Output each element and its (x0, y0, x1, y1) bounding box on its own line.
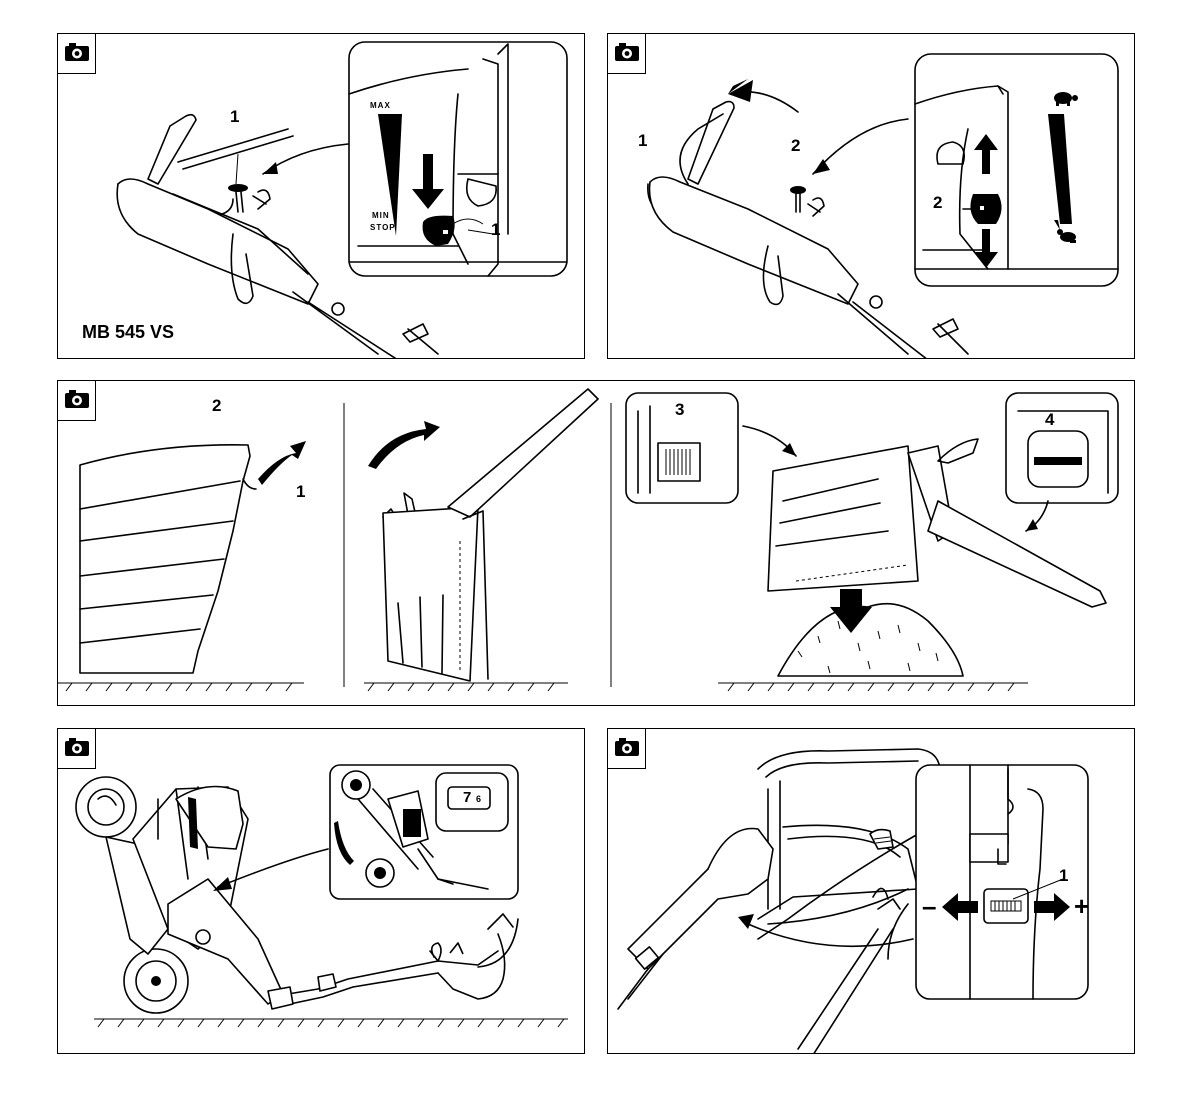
camera-icon (64, 737, 90, 757)
plus-symbol: + (1074, 893, 1089, 919)
tilted-mower-illustration (58, 729, 585, 1054)
panel-speed-control: 1 2 2 (607, 33, 1135, 359)
callout-2-bag: 2 (212, 397, 221, 414)
gauge-digit-6: 6 (476, 795, 481, 804)
callout-1-handle: 1 (230, 108, 239, 125)
callout-2-handle: 2 (791, 137, 800, 154)
camera-tab (608, 34, 646, 74)
callout-1-adjuster: 1 (1059, 867, 1068, 884)
panel-throttle: 1 1 MAX MIN STOP MB 545 VS (57, 33, 585, 359)
callout-1-latch: 1 (296, 483, 305, 500)
handle-lever-illustration (608, 729, 1135, 1054)
camera-tab (58, 381, 96, 421)
panel-handle-adjust: 1 – + (607, 728, 1135, 1054)
minus-symbol: – (922, 893, 936, 919)
camera-icon (64, 42, 90, 62)
camera-icon (614, 42, 640, 62)
camera-tab (58, 729, 96, 769)
callout-1-detail: 1 (491, 221, 500, 238)
camera-tab (608, 729, 646, 769)
grass-bag-illustration (58, 381, 1135, 706)
callout-3-indicator: 3 (675, 401, 684, 418)
camera-icon (614, 737, 640, 757)
model-label: MB 545 VS (82, 322, 174, 343)
panel-height-adjust: 7 6 (57, 728, 585, 1054)
camera-tab (58, 34, 96, 74)
mower-handle-illustration (58, 34, 585, 359)
speed-handle-illustration (608, 34, 1135, 359)
max-label: MAX (370, 101, 391, 110)
callout-4-indicator: 4 (1045, 411, 1054, 428)
callout-1-bar: 1 (638, 132, 647, 149)
panel-grass-bag: 2 1 3 4 (57, 380, 1135, 706)
callout-2-detail: 2 (933, 194, 942, 211)
min-label: MIN (372, 211, 390, 220)
camera-icon (64, 389, 90, 409)
stop-label: STOP (370, 223, 396, 232)
gauge-digit-7: 7 (463, 790, 471, 805)
